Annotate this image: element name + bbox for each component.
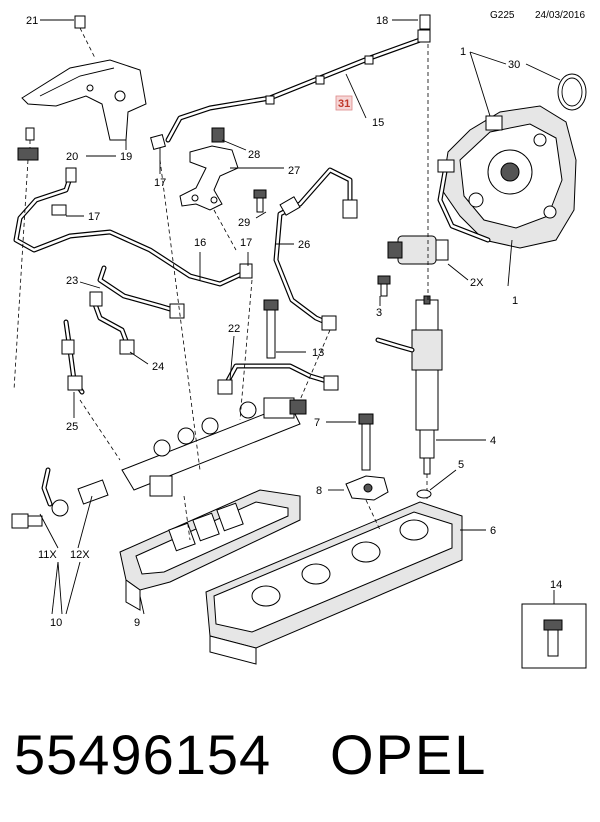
callout-24: 24 <box>152 361 164 373</box>
callout-27: 27 <box>288 165 300 177</box>
fuel-rail <box>41 397 307 507</box>
manifold-9 <box>119 489 301 611</box>
callout-1b: 1 <box>512 295 518 307</box>
injector-4 <box>375 295 443 500</box>
callout-18: 18 <box>376 15 388 27</box>
callout-2x: 2X <box>470 277 484 289</box>
callout-31: 31 <box>338 98 350 110</box>
hose-16 <box>13 167 253 287</box>
callout-26: 26 <box>298 239 310 251</box>
callout-28: 28 <box>248 149 260 161</box>
callout-15: 15 <box>372 117 384 129</box>
callout-20: 20 <box>66 151 78 163</box>
brand-name: OPEL <box>330 723 488 786</box>
callout-13: 13 <box>312 347 324 359</box>
callout-11x: 11X <box>38 549 57 561</box>
o-ring-30 <box>557 73 587 111</box>
bolt-20 <box>17 127 39 161</box>
callout-25: 25 <box>66 421 78 433</box>
callout-14: 14 <box>550 579 562 591</box>
callout-21: 21 <box>26 15 38 27</box>
pipe-26 <box>273 167 358 331</box>
callout-8: 8 <box>316 485 322 497</box>
callout-9: 9 <box>134 617 140 629</box>
callout-22: 22 <box>228 323 240 335</box>
callout-31-highlight <box>335 95 353 111</box>
callout-4: 4 <box>490 435 496 447</box>
bolt-7 <box>358 413 374 471</box>
bolt-14-detail-box <box>521 603 587 669</box>
injector-pipes <box>61 265 339 395</box>
bolt-3 <box>377 275 391 297</box>
cylinder-head-6 <box>205 501 463 665</box>
callout-29: 29 <box>238 217 250 229</box>
bolt-29 <box>253 189 267 213</box>
callout-17c: 17 <box>240 237 252 249</box>
callout-17a: 17 <box>154 177 166 189</box>
callout-1a: 1 <box>460 46 466 58</box>
diagram-code: G225 <box>490 10 515 21</box>
return-line-15 <box>150 14 431 150</box>
callout-23: 23 <box>66 275 78 287</box>
high-pressure-pump <box>437 73 587 249</box>
washer-5 <box>416 489 432 499</box>
pressure-valve-2x <box>387 235 449 265</box>
callout-labels: 21 18 1 30 31 15 20 19 28 27 17 17 29 16… <box>26 15 562 629</box>
leader-lines <box>39 19 561 615</box>
callout-12x: 12X <box>70 549 90 561</box>
callout-16: 16 <box>194 237 206 249</box>
diagram-date: 24/03/2016 <box>535 10 585 21</box>
bracket-27 <box>179 127 239 211</box>
callout-10: 10 <box>50 617 62 629</box>
callout-19: 19 <box>120 151 132 163</box>
bolt-13 <box>263 299 279 359</box>
callout-7: 7 <box>314 417 320 429</box>
reference-lines <box>13 44 429 541</box>
callout-17b: 17 <box>88 211 100 223</box>
part-number: 55496154 <box>14 723 272 786</box>
callout-30: 30 <box>508 59 520 71</box>
callout-6: 6 <box>490 525 496 537</box>
callout-3: 3 <box>376 307 382 319</box>
bracket-19 <box>21 15 147 141</box>
clamp-8 <box>345 475 389 501</box>
callout-5: 5 <box>458 459 464 471</box>
fittings-10 <box>11 479 109 529</box>
